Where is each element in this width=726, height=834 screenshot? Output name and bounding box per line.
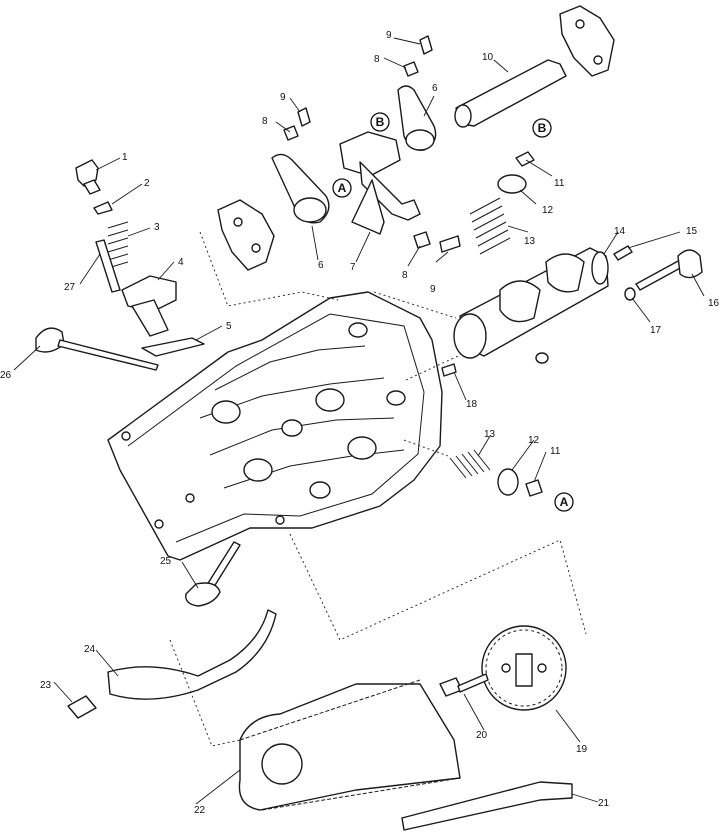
ref-marker-a-upper: A xyxy=(332,178,352,198)
callout-8a: 8 xyxy=(262,116,268,127)
callout-23: 23 xyxy=(40,680,52,691)
callout-18: 18 xyxy=(466,399,478,410)
rocker-bracket-right xyxy=(559,5,615,77)
callout-1: 1 xyxy=(122,152,128,163)
callout-6b: 6 xyxy=(432,83,438,94)
callout-12a: 12 xyxy=(542,205,554,216)
callout-26: 26 xyxy=(0,370,12,381)
chain-guide xyxy=(401,781,573,831)
valve-spring-lower xyxy=(449,449,543,497)
rocker-arm-left xyxy=(271,153,330,224)
ref-marker-b-left: B xyxy=(370,112,390,132)
ref-marker-a-lower: A xyxy=(554,492,574,512)
decompression-lever xyxy=(635,249,703,291)
cam-sprocket xyxy=(481,625,567,711)
cam-washer xyxy=(624,287,636,301)
callout-22: 22 xyxy=(194,805,206,816)
callout-27: 27 xyxy=(64,282,76,293)
timing-chain xyxy=(238,679,461,811)
callout-2: 2 xyxy=(144,178,150,189)
callout-9c: 9 xyxy=(430,284,436,295)
ref-letter-b-right: B xyxy=(538,121,547,135)
camshaft xyxy=(453,247,609,359)
callout-4: 4 xyxy=(178,257,184,268)
leader-lines xyxy=(13,37,705,805)
callout-14: 14 xyxy=(614,226,626,237)
callout-19: 19 xyxy=(576,744,588,755)
ref-letter-a-lower: A xyxy=(560,495,569,509)
callout-12b: 12 xyxy=(528,435,540,446)
adjuster-screws xyxy=(283,35,461,253)
callout-3: 3 xyxy=(154,222,160,233)
rocker-shaft-center xyxy=(339,131,421,235)
callout-13a: 13 xyxy=(524,236,536,247)
rocker-arm-right xyxy=(397,85,437,151)
reference-markers: A A B B xyxy=(332,112,574,512)
callout-9a: 9 xyxy=(280,92,286,103)
callout-8b: 8 xyxy=(374,54,380,65)
valve-spring-upper xyxy=(469,151,535,255)
sprocket-bolt xyxy=(439,673,489,697)
dowel-pin xyxy=(441,352,549,377)
tensioner-plunger xyxy=(67,695,97,719)
callout-21: 21 xyxy=(598,798,610,809)
rocker-shaft xyxy=(454,59,567,128)
callout-7: 7 xyxy=(350,262,356,273)
callout-5: 5 xyxy=(226,321,232,332)
callout-8c: 8 xyxy=(402,270,408,281)
cylinder-head xyxy=(107,291,443,561)
callout-11b: 11 xyxy=(550,446,561,457)
rocker-bracket-left xyxy=(217,199,275,271)
assembly-relation-lines xyxy=(169,231,587,747)
callout-25: 25 xyxy=(160,556,172,567)
callout-17: 17 xyxy=(650,325,662,336)
intake-valve xyxy=(185,541,241,607)
exhaust-valve xyxy=(35,327,159,371)
callout-11a: 11 xyxy=(554,178,565,189)
ref-letter-b-left: B xyxy=(376,115,385,129)
callout-13b: 13 xyxy=(484,429,496,440)
valve-adjuster-stack xyxy=(75,159,205,357)
callout-labels: 1 2 3 4 5 6 6 7 8 8 8 9 9 9 10 11 11 12 … xyxy=(0,30,720,816)
callout-10: 10 xyxy=(482,52,494,63)
tensioner-blade xyxy=(107,609,277,700)
callout-15: 15 xyxy=(686,226,698,237)
cam-bolt xyxy=(613,245,633,261)
callout-9b: 9 xyxy=(386,30,392,41)
ref-letter-a-upper: A xyxy=(338,181,347,195)
callout-20: 20 xyxy=(476,730,488,741)
ref-marker-b-right: B xyxy=(532,118,552,138)
callout-16: 16 xyxy=(708,298,720,309)
callout-24: 24 xyxy=(84,644,96,655)
callout-6a: 6 xyxy=(318,260,324,271)
